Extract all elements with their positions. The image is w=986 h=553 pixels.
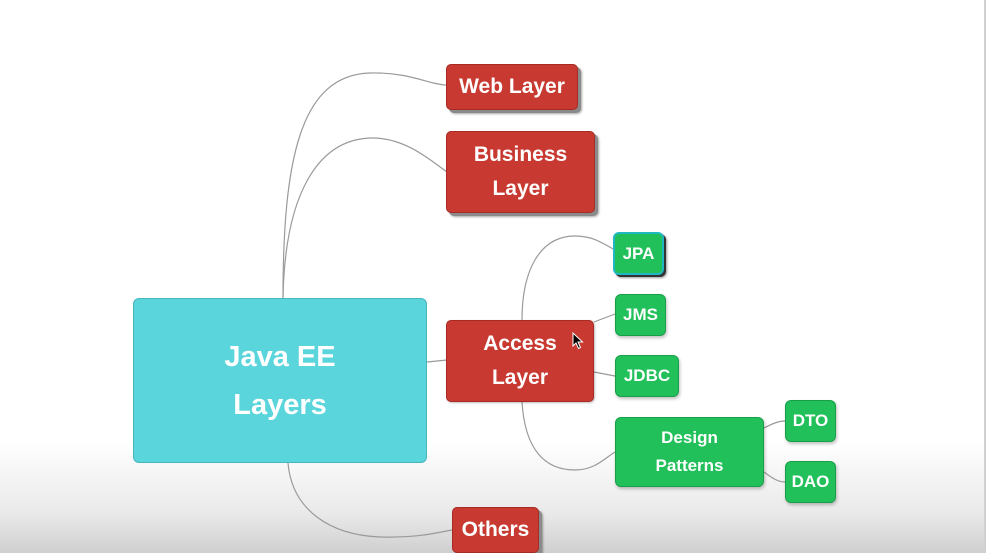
canvas-edge bbox=[984, 0, 986, 553]
connector-patterns-dao bbox=[763, 471, 786, 483]
node-dao[interactable]: DAO bbox=[785, 461, 836, 503]
root-node-java-ee-layers[interactable]: Java EE Layers bbox=[133, 298, 427, 463]
node-web-layer[interactable]: Web Layer bbox=[446, 64, 578, 110]
connector-access-jpa bbox=[521, 235, 616, 321]
node-access-layer[interactable]: Access Layer bbox=[446, 320, 594, 402]
connector-root-access bbox=[426, 359, 448, 363]
connector-access-jdbc bbox=[593, 371, 616, 377]
node-jpa[interactable]: JPA bbox=[613, 232, 664, 275]
node-design-patterns[interactable]: Design Patterns bbox=[615, 417, 764, 487]
node-business-layer[interactable]: Business Layer bbox=[446, 131, 595, 213]
node-others[interactable]: Others bbox=[452, 507, 539, 553]
connector-access-patterns bbox=[521, 401, 616, 471]
connector-root-others bbox=[287, 462, 453, 538]
connector-patterns-dto bbox=[763, 420, 786, 429]
node-dto[interactable]: DTO bbox=[785, 400, 836, 442]
node-jms[interactable]: JMS bbox=[615, 294, 666, 336]
connector-access-jms bbox=[593, 313, 616, 323]
connector-root-business bbox=[282, 137, 448, 299]
node-jdbc[interactable]: JDBC bbox=[615, 355, 679, 397]
connector-root-web bbox=[282, 72, 448, 299]
mouse-pointer-icon bbox=[572, 332, 584, 350]
